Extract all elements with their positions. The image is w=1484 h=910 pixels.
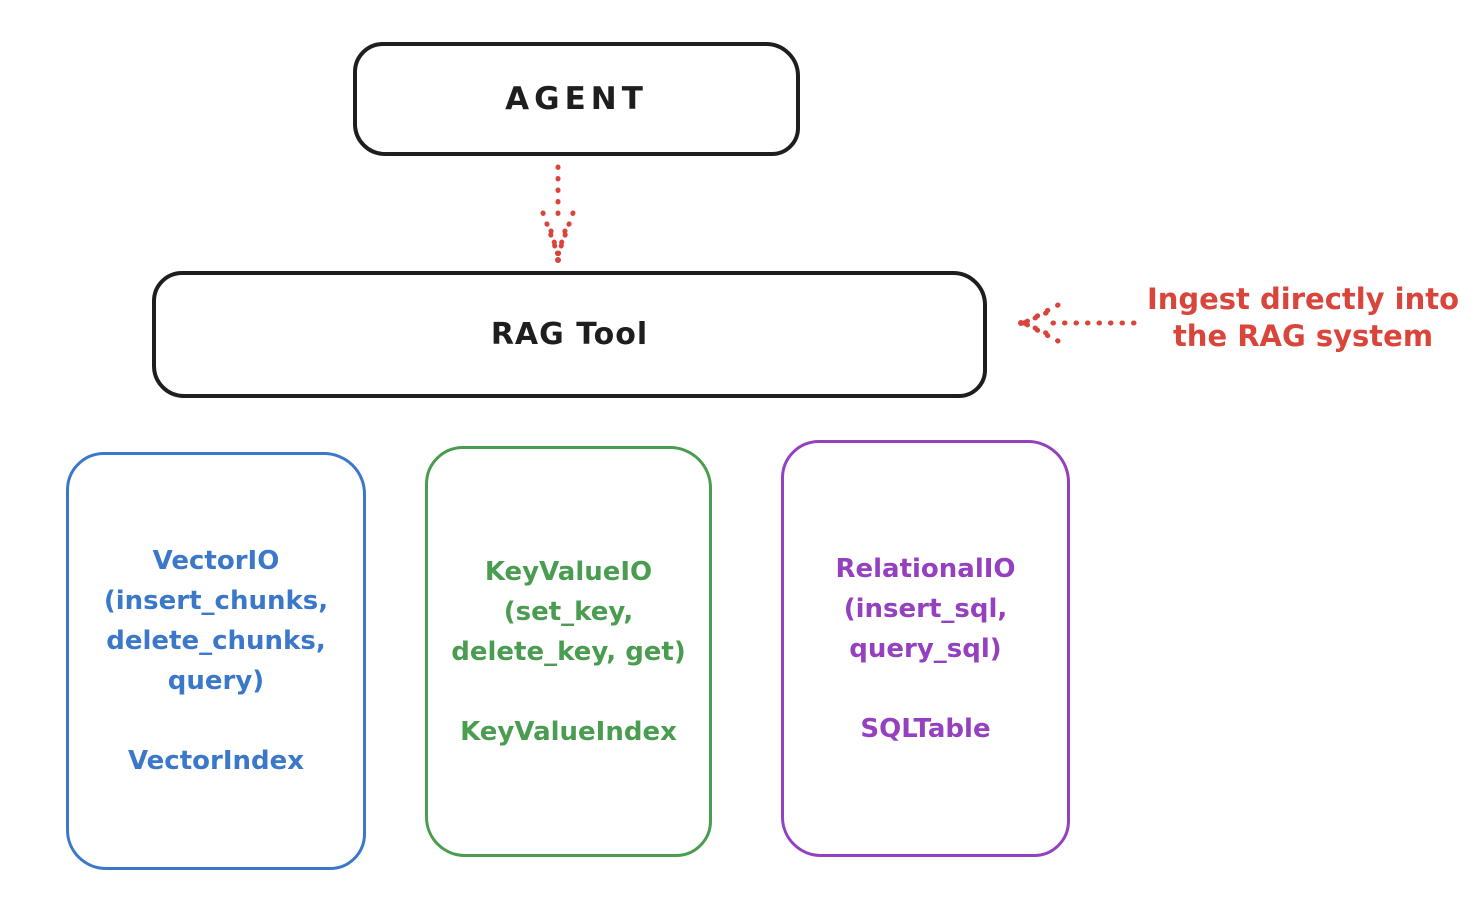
keyvalueio-index-label: KeyValueIndex (460, 716, 677, 747)
dotted-arrow-left-icon (1018, 302, 1137, 344)
dotted-arrow-down-icon (540, 164, 576, 263)
ingest-annotation-text: Ingest directly into the RAG system (1146, 282, 1460, 353)
relationalio-header-label: RelationalIO (insert_sql, query_sql) (835, 553, 1016, 664)
keyvalueio-header-label: KeyValueIO (set_key, delete_key, get) (451, 556, 686, 667)
vectorio-index-label: VectorIndex (127, 746, 305, 776)
vectorio-node: VectorIO (insert_chunks, delete_chunks, … (66, 452, 366, 870)
vectorio-header-label: VectorIO (insert_chunks, delete_chunks, … (103, 546, 329, 696)
agent-node: AGENT (353, 42, 800, 156)
relationalio-node: RelationalIO (insert_sql, query_sql) SQL… (781, 440, 1070, 857)
relationalio-index-label: SQLTable (860, 713, 991, 744)
rag-tool-label: RAG Tool (490, 317, 649, 352)
keyvalueio-node: KeyValueIO (set_key, delete_key, get) Ke… (425, 446, 712, 857)
rag-tool-node: RAG Tool (152, 271, 987, 398)
agent-label: AGENT (505, 81, 648, 117)
